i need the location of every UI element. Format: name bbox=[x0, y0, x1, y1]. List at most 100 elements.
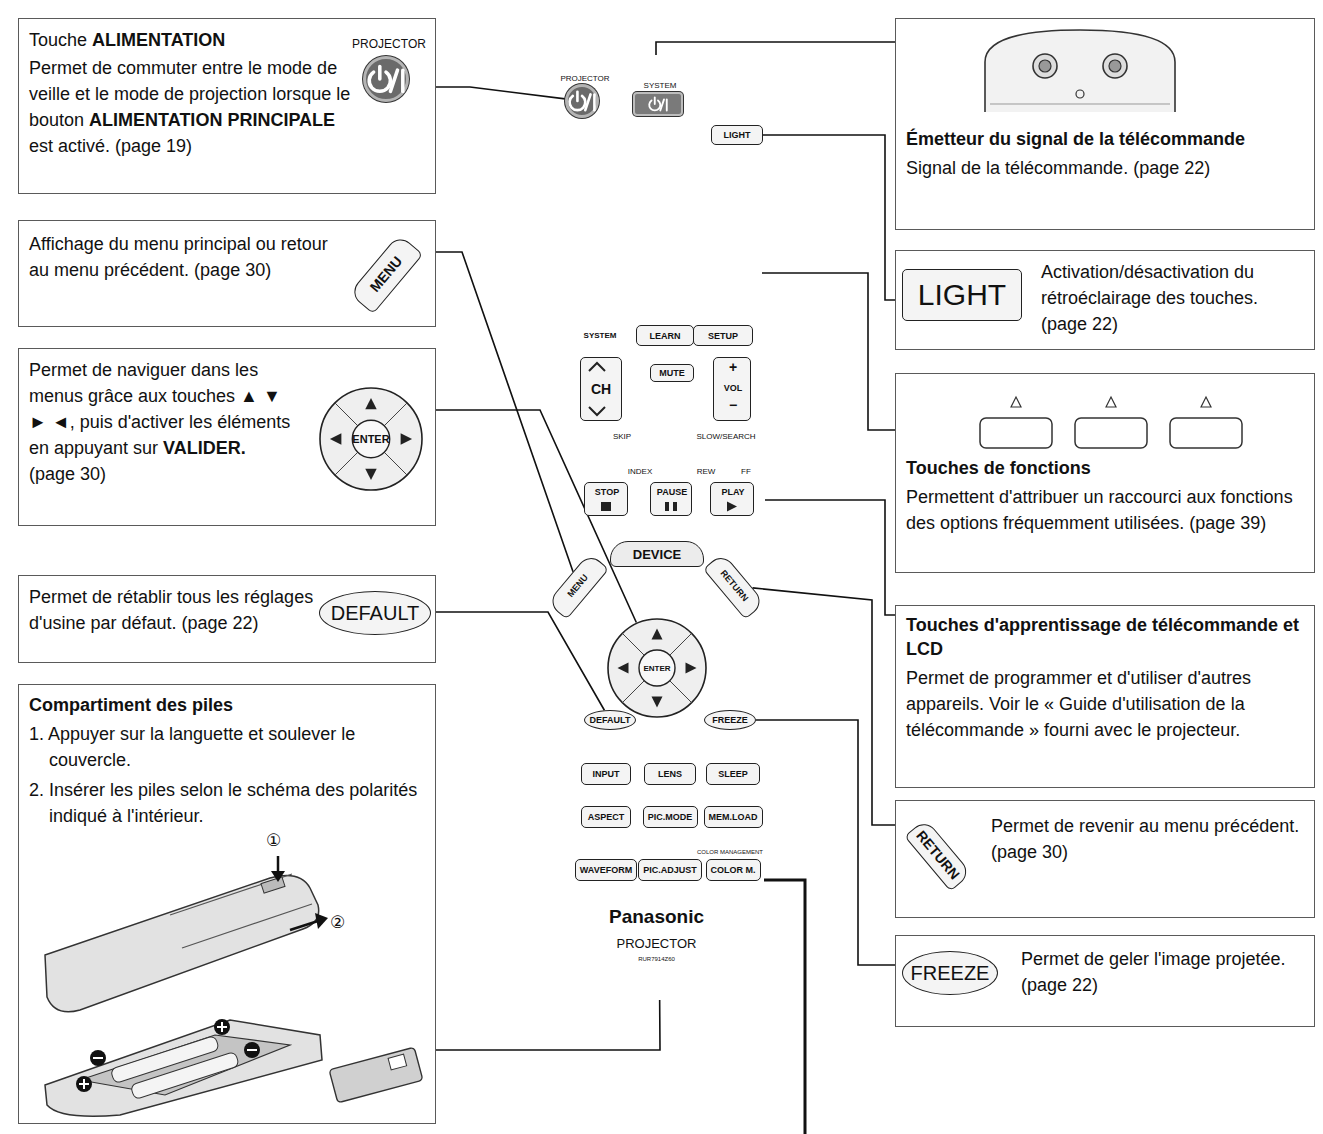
emitter-lens bbox=[1109, 60, 1121, 72]
arrow-symbol bbox=[707, 448, 717, 458]
polarity-mark bbox=[90, 1050, 106, 1066]
remote-button: SYSTEM bbox=[633, 92, 683, 116]
leader-line bbox=[764, 880, 805, 1134]
callout-text: Permet de commuter entre le mode de veil… bbox=[29, 55, 351, 159]
button-icon: DEFAULT bbox=[319, 591, 431, 635]
button-label: VOL bbox=[714, 383, 752, 394]
step-number: ② bbox=[330, 912, 345, 932]
battery-cover bbox=[170, 874, 312, 948]
button-label: LEARN bbox=[637, 330, 693, 341]
button-label: PROJECTOR bbox=[344, 37, 434, 51]
remote-label: Panasonic bbox=[560, 906, 753, 928]
remote-end-view bbox=[985, 30, 1175, 112]
remote-label: SLOW/SEARCH bbox=[688, 432, 764, 442]
callout-text: Affichage du menu principal ou retour au… bbox=[29, 231, 339, 283]
arrow-symbol bbox=[330, 433, 341, 444]
remote-button: MENU bbox=[547, 552, 609, 619]
drawing-part bbox=[990, 104, 1170, 105]
remote-label: SYSTEM bbox=[576, 331, 624, 341]
power-symbol bbox=[570, 92, 595, 110]
drawing-part bbox=[622, 633, 644, 655]
remote-button: RETURN bbox=[703, 552, 765, 619]
drawing-part bbox=[593, 94, 596, 110]
marker-triangle bbox=[1106, 397, 1116, 407]
callout-box: Touches de fonctionsPermettent d'attribu… bbox=[895, 373, 1315, 573]
callout-text: 1. Appuyer sur la languette et soulever … bbox=[29, 721, 429, 773]
press-arrow bbox=[271, 871, 285, 882]
button-label: PIC.ADJUST bbox=[639, 865, 701, 876]
arrow-symbol bbox=[365, 469, 376, 480]
remote-label: FF bbox=[726, 467, 766, 477]
button-icon: FREEZE bbox=[902, 951, 998, 995]
leader-line bbox=[436, 410, 636, 622]
arrow-symbol bbox=[596, 448, 606, 458]
remote-button: LIGHT bbox=[711, 125, 763, 145]
callout-text: Permet de naviguer dans les menus grâce … bbox=[29, 357, 291, 487]
transport-key bbox=[626, 442, 662, 464]
button-icon: PROJECTOR bbox=[363, 56, 409, 102]
remote-button: CH bbox=[580, 357, 622, 421]
remote-label: PROJECTOR bbox=[560, 936, 753, 951]
function-key bbox=[710, 262, 760, 284]
dashed-region bbox=[572, 150, 764, 524]
button-label: LIGHT bbox=[903, 279, 1021, 311]
callout-text: Activation/désactivation du rétroéclaira… bbox=[1041, 259, 1309, 337]
button-icon: RETURN bbox=[904, 818, 972, 891]
arrow-symbol bbox=[605, 448, 615, 458]
remote-label: INDEX bbox=[618, 467, 662, 477]
remote-button: MUTE bbox=[650, 364, 694, 382]
leader-line bbox=[762, 273, 895, 430]
node-drawing bbox=[565, 84, 599, 118]
remote-button: ENTER bbox=[607, 618, 707, 718]
skip-symbol bbox=[651, 448, 654, 458]
dashed-region bbox=[626, 73, 690, 122]
lcd-screen bbox=[588, 166, 746, 234]
remote-button: PROJECTOR bbox=[565, 84, 599, 118]
battery bbox=[130, 1051, 239, 1099]
drawing-part bbox=[401, 70, 405, 91]
remote-button: MEM.LOAD bbox=[704, 806, 763, 828]
callout-text: Permettent d'attribuer un raccourci aux … bbox=[906, 484, 1306, 536]
polarity-mark bbox=[93, 1057, 103, 1059]
drawing-part bbox=[654, 98, 656, 104]
leader-line bbox=[436, 252, 573, 572]
button-label: PAUSE bbox=[651, 487, 693, 498]
drawing-part bbox=[384, 452, 407, 475]
polarity-mark bbox=[214, 1019, 230, 1035]
callout-box: Touche ALIMENTATIONPermet de commuter en… bbox=[18, 18, 436, 194]
leader-line bbox=[656, 42, 895, 55]
power-symbol bbox=[649, 98, 667, 111]
polarity-mark bbox=[247, 1049, 257, 1051]
arrow-symbol bbox=[737, 448, 747, 458]
node-drawing bbox=[363, 56, 409, 102]
remote-label: SKIP bbox=[600, 432, 644, 442]
cover-tab bbox=[261, 877, 285, 893]
callout-box: Permet de geler l'image projetée. (page … bbox=[895, 935, 1315, 1027]
dpad-ring bbox=[320, 388, 422, 490]
transport-key bbox=[584, 442, 620, 464]
drawing-part bbox=[670, 681, 692, 703]
callout-heading: Touches d'apprentissage de télécommande … bbox=[906, 613, 1306, 661]
button-label: DEFAULT bbox=[320, 602, 430, 624]
remote-body: SYSTEMSKIPINDEXSLOW/SEARCHREWFFCOLOR MAN… bbox=[548, 55, 765, 1000]
arrow-symbol bbox=[589, 407, 605, 415]
button-label: RETURN bbox=[709, 558, 759, 614]
arrow-symbol bbox=[727, 502, 737, 512]
remote-button: STOP bbox=[584, 482, 628, 516]
remote-housing bbox=[548, 55, 765, 1000]
pause-symbol bbox=[673, 502, 677, 511]
button-label: DEFAULT bbox=[585, 715, 635, 726]
button-label: PROJECTOR bbox=[551, 74, 619, 84]
callout-box: Touches d'apprentissage de télécommande … bbox=[895, 605, 1315, 788]
remote-button: LENS bbox=[644, 763, 696, 785]
polarity-mark bbox=[79, 1079, 89, 1089]
leader-line bbox=[436, 1000, 660, 1050]
button-label: DEVICE bbox=[611, 547, 703, 562]
button-icon: ENTER bbox=[319, 387, 423, 491]
remote-button: PIC.ADJUST bbox=[638, 859, 702, 881]
callout-text: Touche ALIMENTATION bbox=[29, 27, 339, 53]
arrow-symbol bbox=[618, 663, 629, 674]
drawing-part bbox=[670, 633, 692, 655]
dpad-ring bbox=[608, 619, 706, 717]
